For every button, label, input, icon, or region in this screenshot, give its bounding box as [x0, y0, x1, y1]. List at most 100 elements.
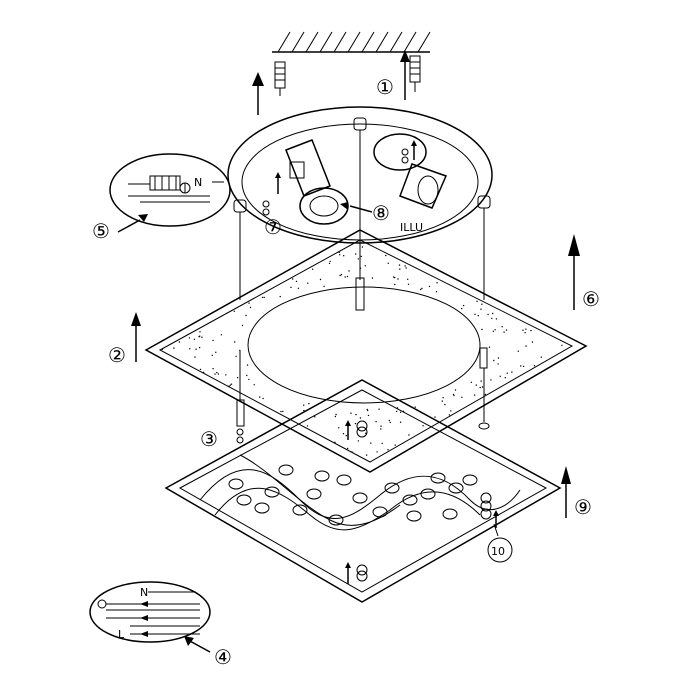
speckle-dot: [481, 328, 483, 331]
arrow-up-icon: [252, 72, 264, 115]
speckle-dot: [308, 402, 310, 405]
callout-2: ②: [108, 343, 126, 367]
glass-support-rods: [236, 347, 490, 444]
wire-label-n-bottom: N: [140, 586, 148, 599]
speckle-dot: [214, 373, 216, 375]
glass-bubble: [372, 506, 388, 518]
glass-bubble: [306, 488, 322, 500]
callout-10: 10: [491, 545, 505, 558]
speckle-dot: [346, 275, 349, 278]
speckle-dot: [407, 278, 409, 280]
speckle-dot: [394, 283, 396, 286]
speckle-dot: [297, 287, 300, 289]
speckle-dot: [378, 408, 380, 410]
speckle-dot: [319, 278, 322, 281]
speckle-dot: [161, 348, 164, 350]
speckle-dot: [381, 442, 383, 445]
callout-5: ⑤: [92, 219, 110, 243]
speckle-dot: [303, 409, 305, 412]
speckle-dot: [444, 403, 446, 406]
speckle-dot: [380, 428, 382, 430]
speckle-dot: [290, 286, 292, 289]
terminal-block-detail: N: [109, 153, 231, 227]
speckle-dot: [531, 341, 534, 343]
speckle-dot: [450, 410, 452, 412]
speckle-dot: [246, 364, 249, 366]
speckle-dot: [499, 375, 501, 377]
speckle-dot: [448, 414, 451, 416]
speckle-dot: [350, 412, 352, 414]
speckle-dot: [561, 344, 563, 347]
speckle-dot: [248, 378, 250, 381]
speckle-dot: [387, 262, 389, 264]
speckle-dot: [195, 348, 197, 350]
speckle-dot: [408, 434, 410, 436]
speckle-dot: [422, 425, 424, 427]
speckle-dot: [292, 278, 294, 280]
speckle-dot: [480, 308, 482, 310]
speckle-dot: [306, 425, 309, 427]
speckle-dot: [188, 337, 191, 339]
speckle-dot: [339, 254, 341, 256]
speckle-dot: [442, 397, 444, 399]
speckle-dot: [360, 255, 362, 258]
speckle-dot: [248, 302, 250, 304]
speckle-dot: [201, 336, 203, 338]
wiring-detail-bottom: N L: [89, 581, 211, 643]
speckle-dot: [230, 383, 233, 385]
callout-7: ⑦: [264, 215, 282, 239]
speckle-dot: [357, 440, 360, 442]
speckle-dot: [505, 329, 508, 331]
speckle-dot: [420, 288, 422, 291]
speckle-dot: [236, 377, 239, 379]
glass-bubble: [430, 472, 446, 484]
callout-3: ③: [200, 427, 218, 451]
speckle-dot: [428, 285, 431, 288]
speckle-dot: [334, 415, 337, 418]
speckle-dot: [380, 425, 382, 427]
speckle-dot: [303, 404, 305, 406]
speckle-dot: [253, 384, 255, 386]
speckle-dot: [475, 384, 477, 386]
speckle-dot: [189, 348, 191, 350]
speckle-dot: [398, 264, 401, 266]
speckle-dot: [328, 262, 331, 265]
speckle-dot: [347, 447, 349, 450]
glass-bubble: [420, 488, 436, 500]
speckle-dot: [194, 356, 196, 358]
speckle-dot: [329, 260, 331, 263]
speckle-dot: [246, 374, 248, 377]
speckle-dot: [452, 393, 455, 396]
arrow-up-icon: [131, 312, 141, 362]
speckle-dot: [493, 359, 495, 362]
lamp-holder-right: [373, 133, 448, 209]
speckle-dot: [365, 432, 367, 434]
speckle-dot: [178, 341, 181, 343]
speckle-dot: [530, 329, 532, 332]
speckle-dot: [421, 287, 423, 290]
speckle-dot: [233, 310, 235, 312]
speckle-dot: [344, 276, 346, 278]
speckle-dot: [522, 329, 524, 331]
speckle-dot: [295, 280, 298, 283]
speckle-dot: [323, 285, 325, 287]
speckle-dot: [199, 368, 202, 371]
speckle-dot: [520, 365, 522, 367]
speckle-dot: [394, 444, 396, 446]
speckle-dot: [216, 371, 218, 374]
speckle-dot: [261, 296, 264, 299]
brand-label: ILLU: [400, 221, 423, 234]
speckle-dot: [441, 400, 443, 402]
speckle-dot: [241, 324, 244, 327]
arrow-icon: [340, 202, 373, 213]
wire-label-n: N: [194, 176, 202, 189]
speckle-dot: [375, 421, 377, 423]
speckle-dot: [259, 396, 261, 398]
speckle-dot: [497, 357, 500, 359]
arrow-icon: [184, 636, 211, 653]
speckle-dot: [173, 347, 175, 349]
suspension-rods: [239, 130, 485, 300]
speckle-dot: [193, 338, 196, 340]
speckle-dot: [338, 251, 340, 254]
